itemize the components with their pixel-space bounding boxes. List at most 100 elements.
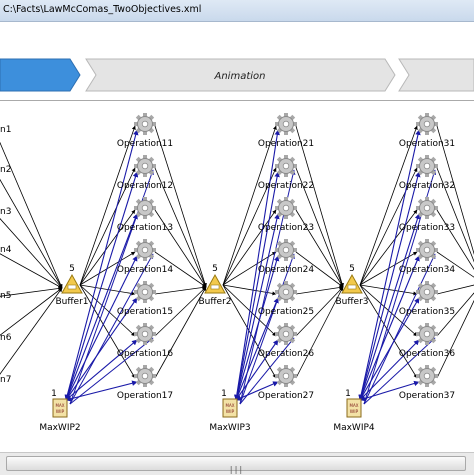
edge-op-buffer [154,285,207,295]
operation-gear-icon[interactable] [134,113,156,135]
operation-gear-icon[interactable] [416,323,438,345]
flow-diagram[interactable]: n1n2n3n4n5n6n7Operation11Operation12Oper… [0,101,474,453]
window-titlebar: C:\Facts\LawMcComas_TwoObjectives.xml [0,0,474,22]
edge-right-out [436,299,474,379]
left-node-label: n6 [0,333,12,343]
operation-label: Operation34 [399,265,456,275]
operation-label: Operation26 [258,349,315,359]
operation-label: Operation11 [117,139,173,149]
operation-label: Operation14 [117,265,174,275]
maxwip-icon-text: WIP [350,409,359,415]
edge-right-out [436,125,474,255]
buffer-icon[interactable] [204,273,226,294]
operation-label: Operation17 [117,391,173,401]
material-edges [0,125,474,379]
maxwip-label: MaxWIP3 [209,423,250,433]
edge-op-buffer [154,209,207,288]
edge-wip-op [359,380,420,402]
edge-left-3 [0,217,63,289]
operation-label: Operation37 [399,391,455,401]
operation-label: Operation31 [399,139,455,149]
edge-op-buffer [154,286,207,337]
edge-wip-op [65,380,138,402]
step-tab-1[interactable] [0,58,81,92]
operation-label: Operation16 [117,349,174,359]
edge-op-buffer [295,286,344,379]
operation-gear-icon[interactable] [134,281,156,303]
horizontal-scrollbar[interactable]: ||| [0,452,474,475]
wip-edges [64,129,437,405]
operation-gear-icon[interactable] [275,197,297,219]
edge-wip-cross [239,253,295,405]
buffer-count: 5 [349,264,355,274]
operation-gear-icon[interactable] [275,365,297,387]
edge-op-buffer [154,167,207,288]
operation-label: Operation35 [399,307,455,317]
edge-op-buffer [295,251,344,288]
buffer-count: 5 [69,264,75,274]
operation-gear-icon[interactable] [134,365,156,387]
operation-label: Operation21 [258,139,314,149]
left-node-label: n4 [0,245,12,255]
edge-buffer-op [222,125,277,286]
maxwip-icon-text: WIP [56,409,65,415]
edge-op-buffer [154,125,207,288]
operation-label: Operation25 [258,307,314,317]
operation-gear-icon[interactable] [416,365,438,387]
operation-gear-icon[interactable] [416,155,438,177]
operation-gear-icon[interactable] [134,323,156,345]
buffer-count: 5 [212,264,218,274]
step-tab-2-label: Animation [214,71,266,82]
operation-gear-icon[interactable] [275,239,297,261]
edge-op-buffer [295,167,344,288]
edge-wip-op [234,255,280,401]
operation-gear-icon[interactable] [275,323,297,345]
buffer-label: Buffer3 [335,297,368,307]
edge-right-out [436,251,474,278]
edge-right-out [436,292,474,337]
operation-gear-icon[interactable] [416,239,438,261]
operation-gear-icon[interactable] [275,155,297,177]
operation-label: Operation22 [258,181,314,191]
step-tab-2[interactable] [85,58,396,92]
step-navigation-bar: Animation [0,58,474,92]
buffer-icon[interactable] [61,273,83,294]
operation-gear-icon[interactable] [416,281,438,303]
buffer-label: Buffer1 [55,297,88,307]
edge-left-5 [0,286,63,297]
scrollbar-thumb[interactable]: ||| [6,456,466,474]
edge-op-buffer [295,286,344,337]
operation-gear-icon[interactable] [416,113,438,135]
buffer-label: Buffer2 [198,297,231,307]
operation-label: Operation24 [258,265,315,275]
operation-label: Operation32 [399,181,455,191]
edge-left-1 [0,141,63,289]
edge-buffer-op [359,125,418,286]
operation-label: Operation36 [399,349,456,359]
operation-gear-icon[interactable] [134,155,156,177]
edge-wip-cross [69,253,154,405]
edge-wip-cross [69,337,154,405]
buffer-icon[interactable] [341,273,363,294]
operation-gear-icon[interactable] [275,113,297,135]
step-tab-3[interactable] [398,58,474,92]
edge-wip-op [359,255,420,401]
maxwip-count: 1 [221,389,227,399]
operation-gear-icon[interactable] [134,197,156,219]
edge-wip-cross [239,337,295,405]
scrollbar-grip: ||| [228,465,244,474]
edge-op-buffer [154,251,207,288]
edge-left-6 [0,287,63,336]
operation-gear-icon[interactable] [134,239,156,261]
operation-gear-icon[interactable] [275,281,297,303]
edge-right-out [436,284,474,295]
maxwip-label: MaxWIP2 [39,423,80,433]
operation-label: Operation23 [258,223,314,233]
edge-left-4 [0,253,63,289]
operation-gear-icon[interactable] [416,197,438,219]
left-node-label: n2 [0,165,11,175]
